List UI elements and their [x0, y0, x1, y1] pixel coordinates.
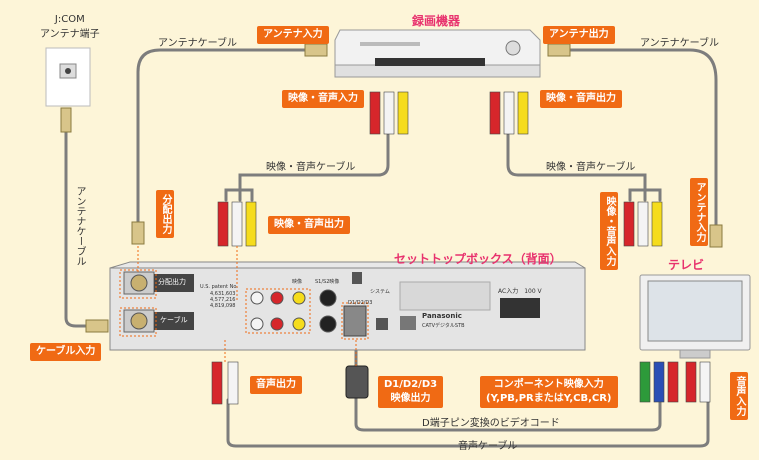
tag-tv-av-in: 映像・音声入力	[600, 192, 618, 270]
tag-av-out-stb: 映像・音声出力	[268, 216, 350, 234]
stb-d-label: D1/D2/D3	[348, 300, 373, 306]
tag-av-in-recorder: 映像・音声入力	[282, 90, 364, 108]
stb-system-label: システム	[370, 289, 390, 295]
tag-component-line2: (Y,PB,PRまたはY,CB,CR)	[486, 393, 612, 404]
av-cable-left-top	[238, 133, 390, 202]
recorder-title: 録画機器	[412, 14, 461, 28]
tag-split-out: 分配出力	[156, 190, 174, 238]
antenna-cable-wall-to-stb	[64, 130, 94, 328]
tag-component: コンポーネント映像入力 (Y,PB,PRまたはY,CB,CR)	[480, 376, 618, 408]
tv-title: テレビ	[668, 258, 705, 272]
stb-maker: Panasonic	[422, 312, 462, 320]
antenna-cable-label-right: アンテナケーブル	[640, 38, 719, 49]
tag-tv-audio-in: 音声入力	[730, 372, 748, 420]
tag-component-line1: コンポーネント映像入力	[493, 379, 604, 390]
recorder-graphic	[334, 29, 541, 78]
tag-d-out-line1: D1/D2/D3	[384, 379, 438, 390]
tv-graphic	[639, 274, 751, 359]
stb-port-cable: ケーブル	[160, 316, 188, 324]
antenna-cable-label-left: アンテナケーブル	[158, 38, 237, 49]
wall-outlet-line2: アンテナ端子	[40, 29, 100, 40]
d-cable-label: D端子ピン変換のビデオコード	[422, 418, 560, 429]
av-cable-right-top	[506, 133, 647, 202]
stb-power: AC入力 100 V	[498, 288, 542, 295]
tag-d-out: D1/D2/D3 映像出力	[378, 376, 444, 408]
audio-cable-label: 音声ケーブル	[458, 441, 518, 452]
tag-d-out-line2: 映像出力	[390, 393, 431, 404]
antenna-cable-stb-to-recorder	[136, 48, 307, 227]
stb-patent: U.S. patent No.	[200, 284, 238, 290]
stb-patent3: 4,819,098	[210, 303, 236, 309]
stb-s-label: S1/S2映像	[315, 279, 340, 285]
tag-antenna-out: アンテナ出力	[543, 26, 615, 44]
tag-cable-in: ケーブル入力	[30, 343, 102, 361]
stb-patent2: 4,577,216	[210, 297, 236, 303]
tag-audio-out: 音声出力	[250, 376, 302, 394]
antenna-cable-label-vertical: アンテナケーブル	[74, 186, 85, 266]
stb-graphic	[109, 261, 586, 351]
stb-title: セットトップボックス（背面）	[394, 252, 562, 266]
antenna-cable-recorder-to-tv	[568, 48, 718, 227]
av-cable-label-left: 映像・音声ケーブル	[266, 162, 356, 173]
d-connector-graphic	[345, 365, 369, 399]
stb-video-label: 映像	[292, 279, 303, 285]
d-pin-cable	[354, 393, 662, 432]
wall-outlet-label: J:COM アンテナ端子	[40, 14, 100, 40]
stb-model: CATVデジタルSTB	[422, 323, 465, 329]
tag-antenna-in: アンテナ入力	[257, 26, 329, 44]
av-cable-label-right: 映像・音声ケーブル	[546, 162, 636, 173]
wall-outlet-line1: J:COM	[54, 14, 85, 25]
tag-av-out-recorder: 映像・音声出力	[540, 90, 622, 108]
stb-patent1: 4,631,603	[210, 291, 236, 297]
audio-cable	[226, 398, 710, 448]
wall-outlet-graphic	[45, 47, 91, 133]
stb-port-split: 分配出力	[158, 278, 186, 286]
tag-tv-antenna-in: アンテナ入力	[690, 178, 708, 246]
